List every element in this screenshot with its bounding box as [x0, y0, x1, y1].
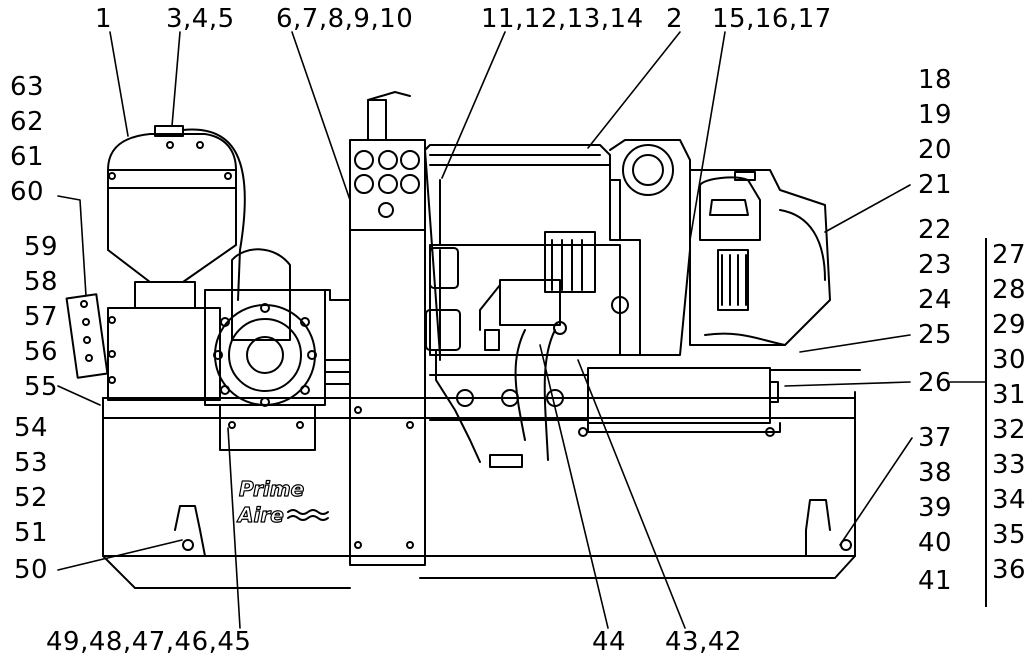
callout-19: 19	[918, 100, 953, 130]
callout-26: 26	[918, 368, 953, 398]
suction-flange	[65, 293, 221, 401]
fuel-filters	[425, 179, 500, 463]
callout-37: 37	[918, 423, 953, 453]
callout-bracket	[985, 238, 1035, 607]
prime-aire-logo: Prime Aire	[235, 476, 329, 528]
callout-41: 41	[918, 566, 953, 596]
callout-1: 1	[95, 4, 113, 34]
callout-20: 20	[918, 135, 953, 165]
engine-block	[424, 144, 641, 361]
callout-56: 56	[24, 337, 59, 367]
callout-35: 35	[992, 520, 1027, 550]
callout-23: 23	[918, 250, 953, 280]
callout-11-to-14: 11,12,13,14	[481, 4, 644, 34]
callout-50: 50	[14, 555, 49, 585]
callout-29: 29	[992, 310, 1027, 340]
callout-45-to-49: 49,48,47,46,45	[46, 627, 252, 657]
callout-60: 60	[10, 177, 45, 207]
base-skid	[102, 391, 856, 589]
callout-32: 32	[992, 415, 1027, 445]
pump-volute	[204, 248, 351, 451]
priming-tank	[107, 125, 246, 309]
callout-63: 63	[10, 72, 45, 102]
callout-40: 40	[918, 528, 953, 558]
callout-62: 62	[10, 107, 45, 137]
callout-24: 24	[918, 285, 953, 315]
callout-27: 27	[992, 240, 1027, 270]
callout-31: 31	[992, 380, 1027, 410]
callout-25: 25	[918, 320, 953, 350]
control-panel	[349, 91, 426, 566]
callout-6-to-10: 6,7,8,9,10	[276, 4, 414, 34]
callout-51: 51	[14, 518, 49, 548]
callout-39: 39	[918, 493, 953, 523]
callout-22: 22	[918, 215, 953, 245]
brand-logo-top: Prime	[239, 477, 304, 501]
callout-52: 52	[14, 483, 49, 513]
callout-59: 59	[24, 232, 59, 262]
callout-2: 2	[666, 4, 684, 34]
callout-28: 28	[992, 275, 1027, 305]
brand-logo-bottom: Aire	[236, 503, 284, 527]
callout-54: 54	[14, 413, 49, 443]
frame-rails	[429, 329, 861, 468]
callout-21: 21	[918, 170, 953, 200]
callout-30: 30	[992, 345, 1027, 375]
callout-43-42: 43,42	[665, 627, 742, 657]
callout-53: 53	[14, 448, 49, 478]
fan-shroud	[609, 139, 691, 356]
callout-38: 38	[918, 458, 953, 488]
callout-18: 18	[918, 65, 953, 95]
leader-lines	[57, 31, 986, 629]
battery-box	[578, 367, 781, 437]
callout-57: 57	[24, 302, 59, 332]
air-cleaner	[689, 169, 831, 346]
callout-44: 44	[592, 627, 627, 657]
callout-33: 33	[992, 450, 1027, 480]
callout-36: 36	[992, 555, 1027, 585]
callout-15-16-17: 15,16,17	[712, 4, 832, 34]
callout-61: 61	[10, 142, 45, 172]
callout-58: 58	[24, 267, 59, 297]
callout-3-4-5: 3,4,5	[166, 4, 235, 34]
callout-55: 55	[24, 372, 59, 402]
callout-34: 34	[992, 485, 1027, 515]
